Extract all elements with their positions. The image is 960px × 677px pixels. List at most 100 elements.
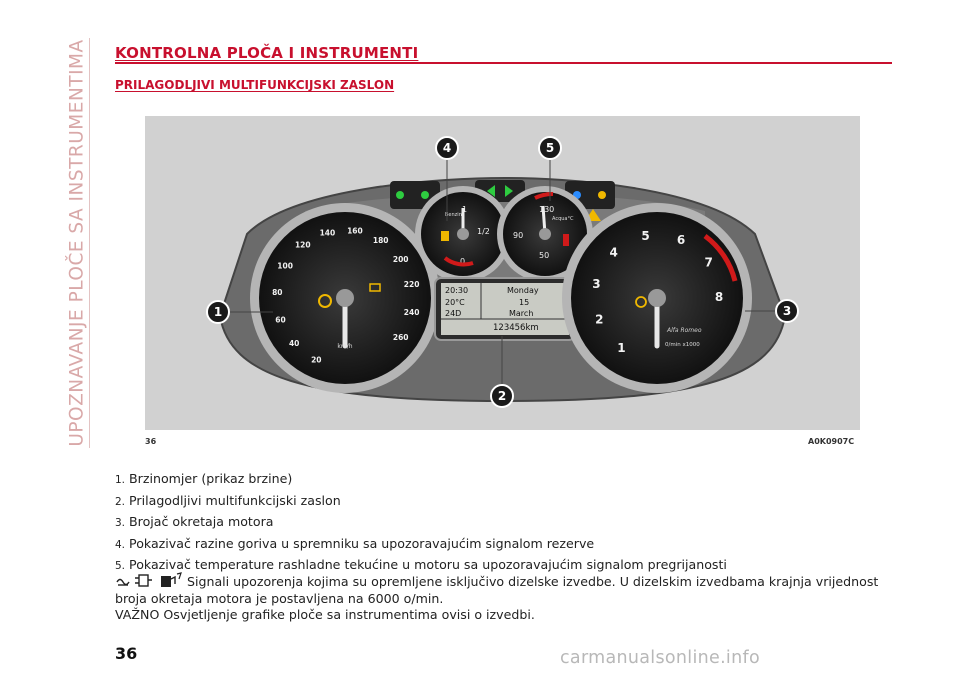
- engine-icon: [369, 283, 381, 292]
- temp-gauge-hub: [539, 228, 551, 240]
- side-divider: [89, 38, 90, 448]
- tyre-pressure-icon: [318, 294, 332, 308]
- tachometer-tick-label: 1: [617, 341, 625, 355]
- callout-1: [206, 300, 230, 324]
- legend-item-text: Prilagodljivi multifunkcijski zaslon: [129, 492, 341, 508]
- legend-item: 4. Pokazivač razine goriva u spremniku s…: [115, 534, 895, 556]
- watermark: carmanualsonline.info: [560, 648, 760, 668]
- speedometer-tick-label: 100: [277, 262, 293, 271]
- speedometer-ticks: 20 40 60 80 100 120 140 160 180 200 220 240 260: [272, 227, 419, 365]
- display-day: Monday: [507, 286, 539, 295]
- display-temperature: 20°C: [445, 298, 465, 307]
- check-engine-icon: [635, 296, 647, 308]
- diesel-note-text: Signali upozorenja kojima su opremljene …: [115, 574, 879, 606]
- legend-item-text: Pokazivač razine goriva u spremniku sa u…: [129, 535, 595, 551]
- legend-item-text: Brzinomjer (prikaz brzine): [129, 471, 293, 486]
- speedometer-tick-label: 60: [275, 315, 285, 324]
- parking-light-icon: [396, 191, 404, 199]
- callout-1-label: 1: [214, 305, 222, 319]
- tachometer-tick-label: 7: [705, 256, 713, 270]
- glow-plug-icon: [116, 578, 130, 586]
- callout-4: [435, 136, 459, 160]
- callout-5-label: 5: [546, 141, 554, 155]
- tachometer-hub: [648, 289, 666, 307]
- water-in-fuel-icon: [161, 572, 182, 587]
- turn-right-icon: [505, 185, 513, 197]
- speedometer-hub: [336, 289, 354, 307]
- fuel-half-mark: 1/2: [477, 227, 490, 236]
- low-beam-icon: [421, 191, 429, 199]
- speedometer-tick-label: 40: [289, 339, 299, 348]
- fuel-full-mark: 1: [462, 205, 467, 214]
- display-gear: 24D: [445, 309, 461, 318]
- display-date: 15: [519, 298, 529, 307]
- fuel-empty-mark: 0: [460, 257, 465, 266]
- tachometer-unit: 0/min x1000: [665, 342, 700, 348]
- tachometer-tick-label: 4: [610, 246, 618, 260]
- callout-2-label: 2: [498, 389, 506, 403]
- speedometer-tick-label: 160: [347, 227, 363, 236]
- legend-item: 5. Pokazivač temperature rashladne tekuć…: [115, 555, 895, 577]
- section-title: KONTROLNA PLOČA I INSTRUMENTI: [115, 44, 419, 62]
- diesel-note: Signali upozorenja kojima su opremljene …: [115, 572, 895, 606]
- tachometer-ticks: 12 3 4 5 6 7 8: [592, 229, 723, 355]
- callout-3-label: 3: [783, 304, 791, 318]
- callout-5: [538, 136, 562, 160]
- temp-mid-mark: 90: [513, 231, 523, 240]
- diesel-filter-icon: [135, 574, 152, 587]
- speedometer-tick-label: 180: [373, 236, 389, 245]
- tachometer-tick-label: 2: [595, 313, 603, 327]
- section-title-rule: [115, 62, 892, 64]
- side-chapter-title-text: UPOZNAVANJE PLOČE SA INSTRUMENTIMA: [66, 38, 88, 447]
- speedometer-tick-label: 20: [311, 356, 321, 365]
- turn-left-icon: [487, 185, 495, 197]
- legend-item-number: 2.: [115, 495, 126, 508]
- fuel-gauge-label: Benzina: [445, 212, 465, 218]
- display-month: March: [509, 309, 533, 318]
- tachometer-tick-label: 8: [715, 290, 723, 304]
- speedometer-tick-label: 200: [393, 255, 409, 264]
- coolant-temp-icon: [563, 234, 569, 246]
- speedometer-tick-label: 80: [272, 288, 282, 297]
- speedometer-tick-label: 120: [295, 241, 311, 250]
- legend-item: 2. Prilagodljivi multifunkcijski zaslon: [115, 491, 895, 513]
- multifunction-display-screen: [441, 283, 569, 335]
- important-note: VAŽNO Osvjetljenje grafike ploče sa inst…: [115, 607, 535, 622]
- speedometer-tick-label: 240: [404, 308, 420, 317]
- fuel-reserve-icon: [441, 231, 449, 241]
- legend-item: 3. Brojač okretaja motora: [115, 512, 895, 534]
- diesel-warning-icons: [115, 572, 183, 591]
- legend-item: 1. Brzinomjer (prikaz brzine): [115, 469, 895, 491]
- speedometer-unit: km/h: [337, 343, 352, 350]
- callout-4-label: 4: [443, 141, 451, 155]
- speedometer-tick-label: 260: [393, 333, 409, 342]
- display-odometer: 123456km: [493, 323, 539, 333]
- figure-code: A0K0907C: [808, 437, 855, 446]
- fuel-gauge-hub: [457, 228, 469, 240]
- speedometer-tick-label: 220: [404, 280, 420, 289]
- legend-list: 1. Brzinomjer (prikaz brzine) 2. Prilago…: [115, 469, 895, 577]
- side-chapter-title: UPOZNAVANJE PLOČE SA INSTRUMENTIMA: [62, 38, 92, 447]
- speedometer-tick-label: 140: [320, 228, 336, 237]
- rear-fog-icon: [598, 191, 606, 199]
- temp-red-zone: [534, 191, 554, 200]
- legend-item-text: Pokazivač temperature rashladne tekućine…: [129, 557, 727, 572]
- temp-high-mark: 130: [539, 205, 554, 214]
- tachometer-brand: Alfa Romeo: [666, 327, 702, 334]
- tachometer-red-zone: [703, 233, 738, 282]
- legend-item-number: 4.: [115, 538, 126, 551]
- fuel-red-zone: [443, 256, 474, 267]
- figure-page-ref: 36: [145, 437, 157, 446]
- callout-2: [490, 384, 514, 408]
- callout-3: [775, 299, 799, 323]
- legend-item-number: 3.: [115, 517, 126, 529]
- page-number: 36: [115, 644, 138, 663]
- legend-item-number: 1.: [115, 474, 126, 486]
- display-time: 20:30: [445, 286, 468, 295]
- tachometer-tick-label: 6: [677, 233, 685, 247]
- legend-item-number: 5.: [115, 560, 126, 572]
- tachometer-tick-label: 3: [592, 277, 600, 291]
- tachometer-tick-label: 5: [641, 229, 649, 243]
- legend-item-text: Brojač okretaja motora: [129, 514, 274, 529]
